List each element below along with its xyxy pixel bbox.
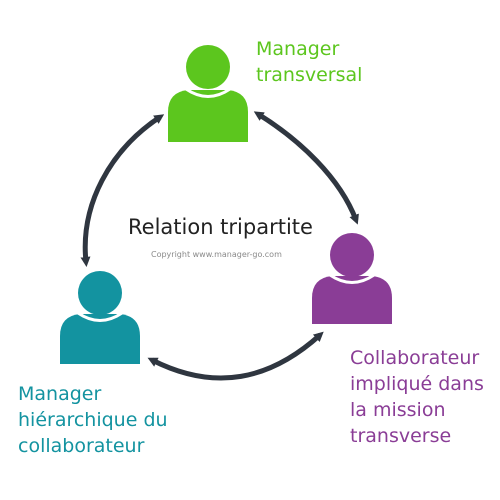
label-line: Manager	[18, 383, 102, 405]
copyright-notice: Copyright www.manager-go.com	[151, 250, 282, 259]
manager-transversal-person-icon	[168, 45, 248, 142]
manager-hierarchique-person-icon	[60, 271, 140, 364]
label-line: transverse	[350, 425, 452, 447]
collaborateur-label: Collaborateur impliqué dans la mission t…	[350, 345, 484, 449]
label-line: transversal	[256, 64, 363, 86]
label-line: Manager	[256, 38, 340, 60]
label-line: hiérarchique du	[18, 409, 168, 431]
manager-transversal-label: Manager transversal	[256, 36, 362, 88]
label-line: impliqué dans	[350, 373, 484, 395]
arrow-left-to-right	[147, 331, 324, 381]
diagram-title: Relation tripartite	[128, 215, 313, 239]
manager-hierarchique-label: Manager hiérarchique du collaborateur	[18, 381, 168, 459]
label-line: la mission	[350, 399, 446, 421]
label-line: collaborateur	[18, 435, 145, 457]
collaborateur-person-icon	[312, 233, 392, 324]
arrow-top-to-left	[80, 114, 165, 267]
label-line: Collaborateur	[350, 347, 480, 369]
arrow-top-to-right	[253, 111, 359, 225]
